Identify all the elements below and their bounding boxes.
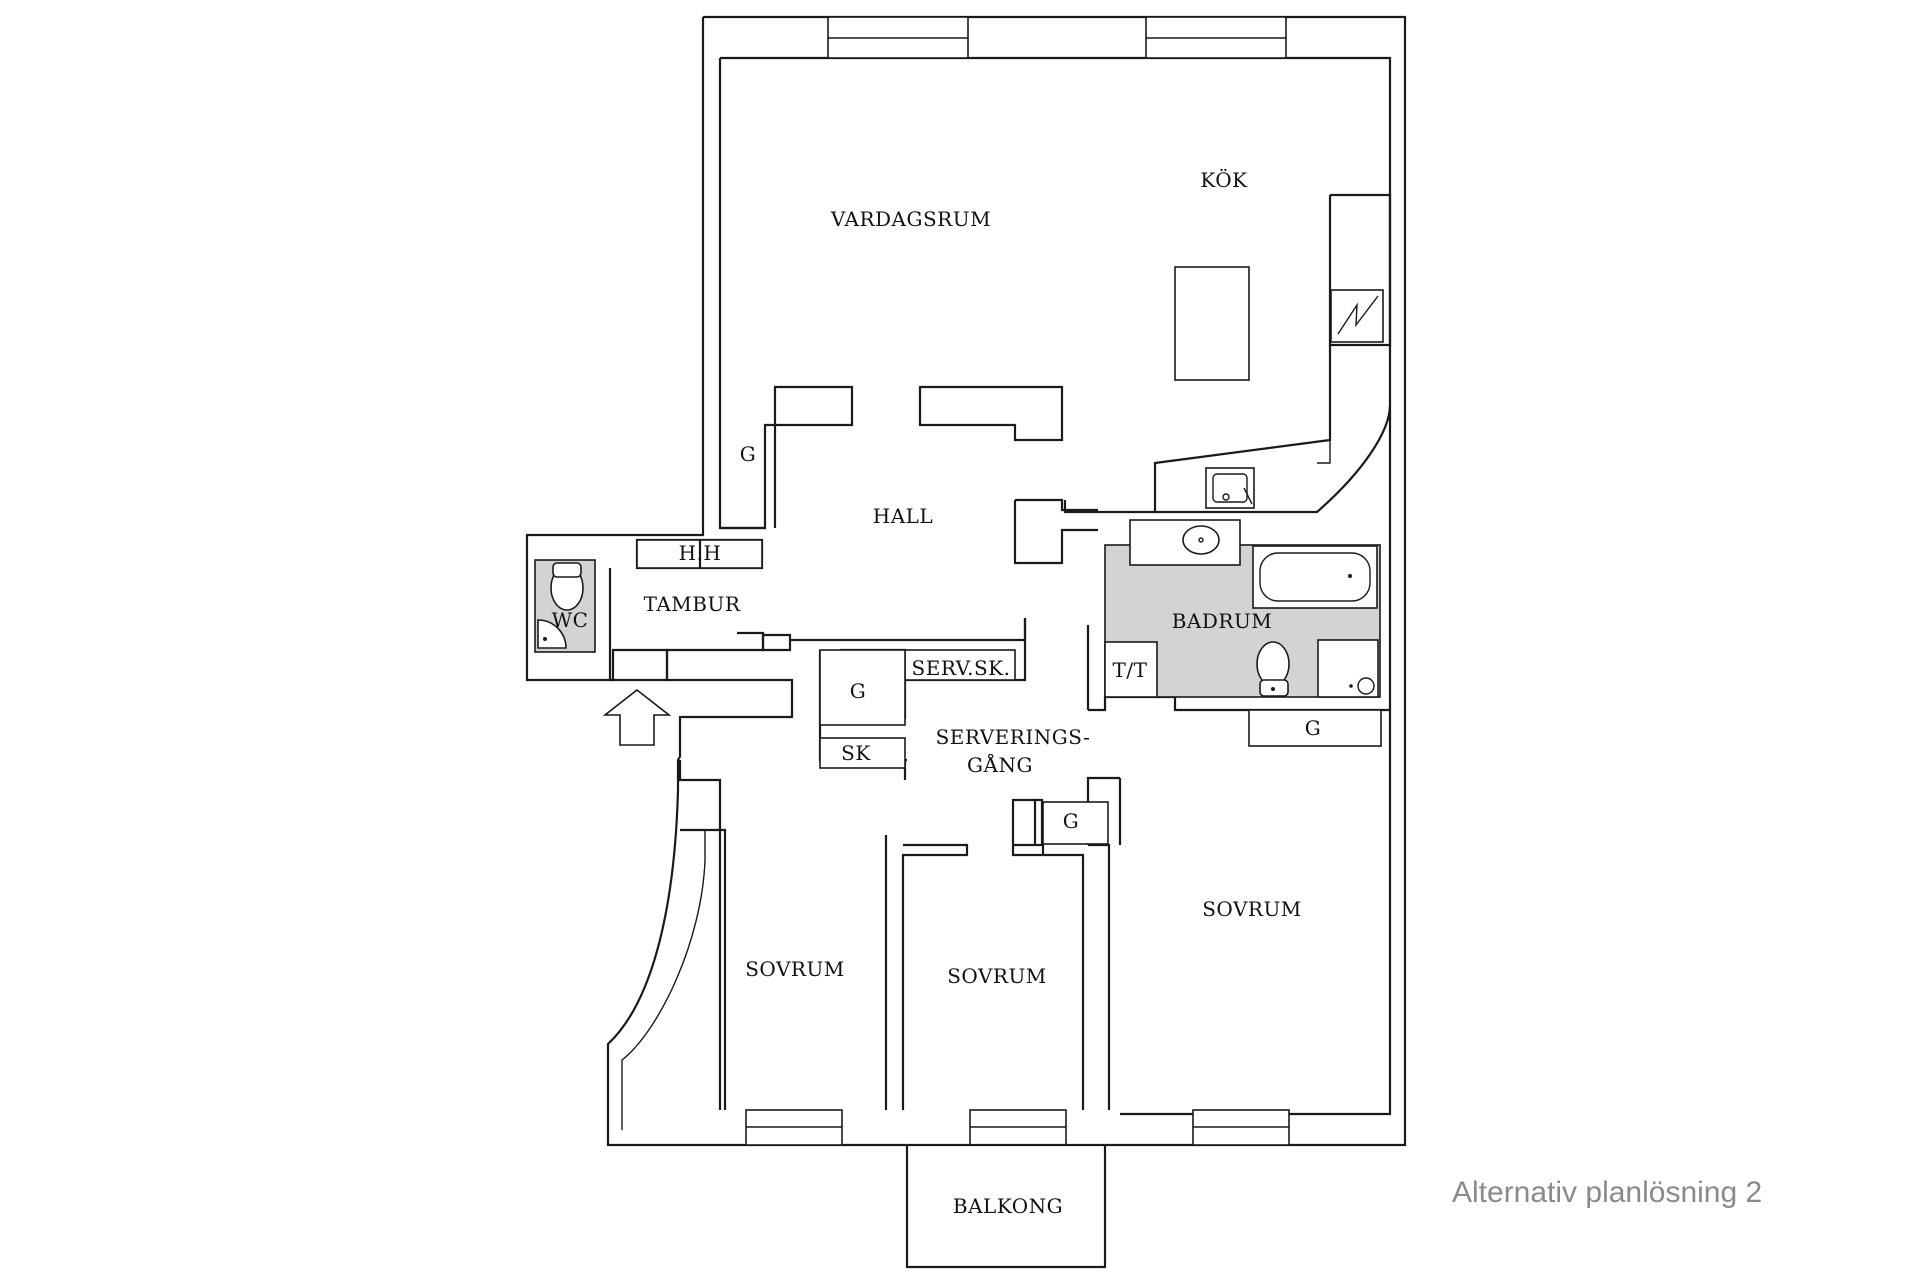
label-serveringsgang-2: GÅNG [967, 752, 1033, 777]
washer [1317, 639, 1379, 698]
label-kok: KÖK [1200, 167, 1248, 192]
zigzag-icon [1337, 295, 1379, 335]
label-sovrum-left: SOVRUM [745, 957, 845, 981]
plan-caption: Alternativ planlösning 2 [1452, 1176, 1763, 1209]
label-tt: T/T [1113, 658, 1148, 682]
label-g-badrum: G [1305, 716, 1321, 740]
entrance-arrow-icon [602, 688, 672, 746]
label-serv-sk: SERV.SK. [912, 656, 1011, 680]
label-sovrum-middle: SOVRUM [947, 964, 1047, 988]
label-g-sovrum: G [1063, 809, 1079, 833]
bathtub [1252, 545, 1378, 609]
bathroom-sink [1182, 525, 1220, 555]
label-badrum: BADRUM [1172, 609, 1273, 633]
label-tambur: TAMBUR [644, 592, 741, 616]
balcony [905, 1143, 1107, 1269]
label-serveringsgang-1: SERVERINGS- [936, 725, 1091, 749]
label-g-servering: G [850, 679, 866, 703]
kitchen-island [1174, 266, 1250, 381]
label-balkong: BALKONG [953, 1194, 1063, 1218]
label-vardagsrum: VARDAGSRUM [830, 207, 991, 231]
windows [745, 16, 1290, 1146]
label-sk: SK [841, 741, 871, 765]
label-hh: H.H [679, 541, 722, 565]
label-g-vardagsrum: G [740, 442, 756, 466]
fixtures [537, 266, 1384, 845]
label-hall: HALL [873, 504, 933, 528]
label-sovrum-right: SOVRUM [1202, 897, 1302, 921]
label-wc: WC [552, 608, 589, 632]
